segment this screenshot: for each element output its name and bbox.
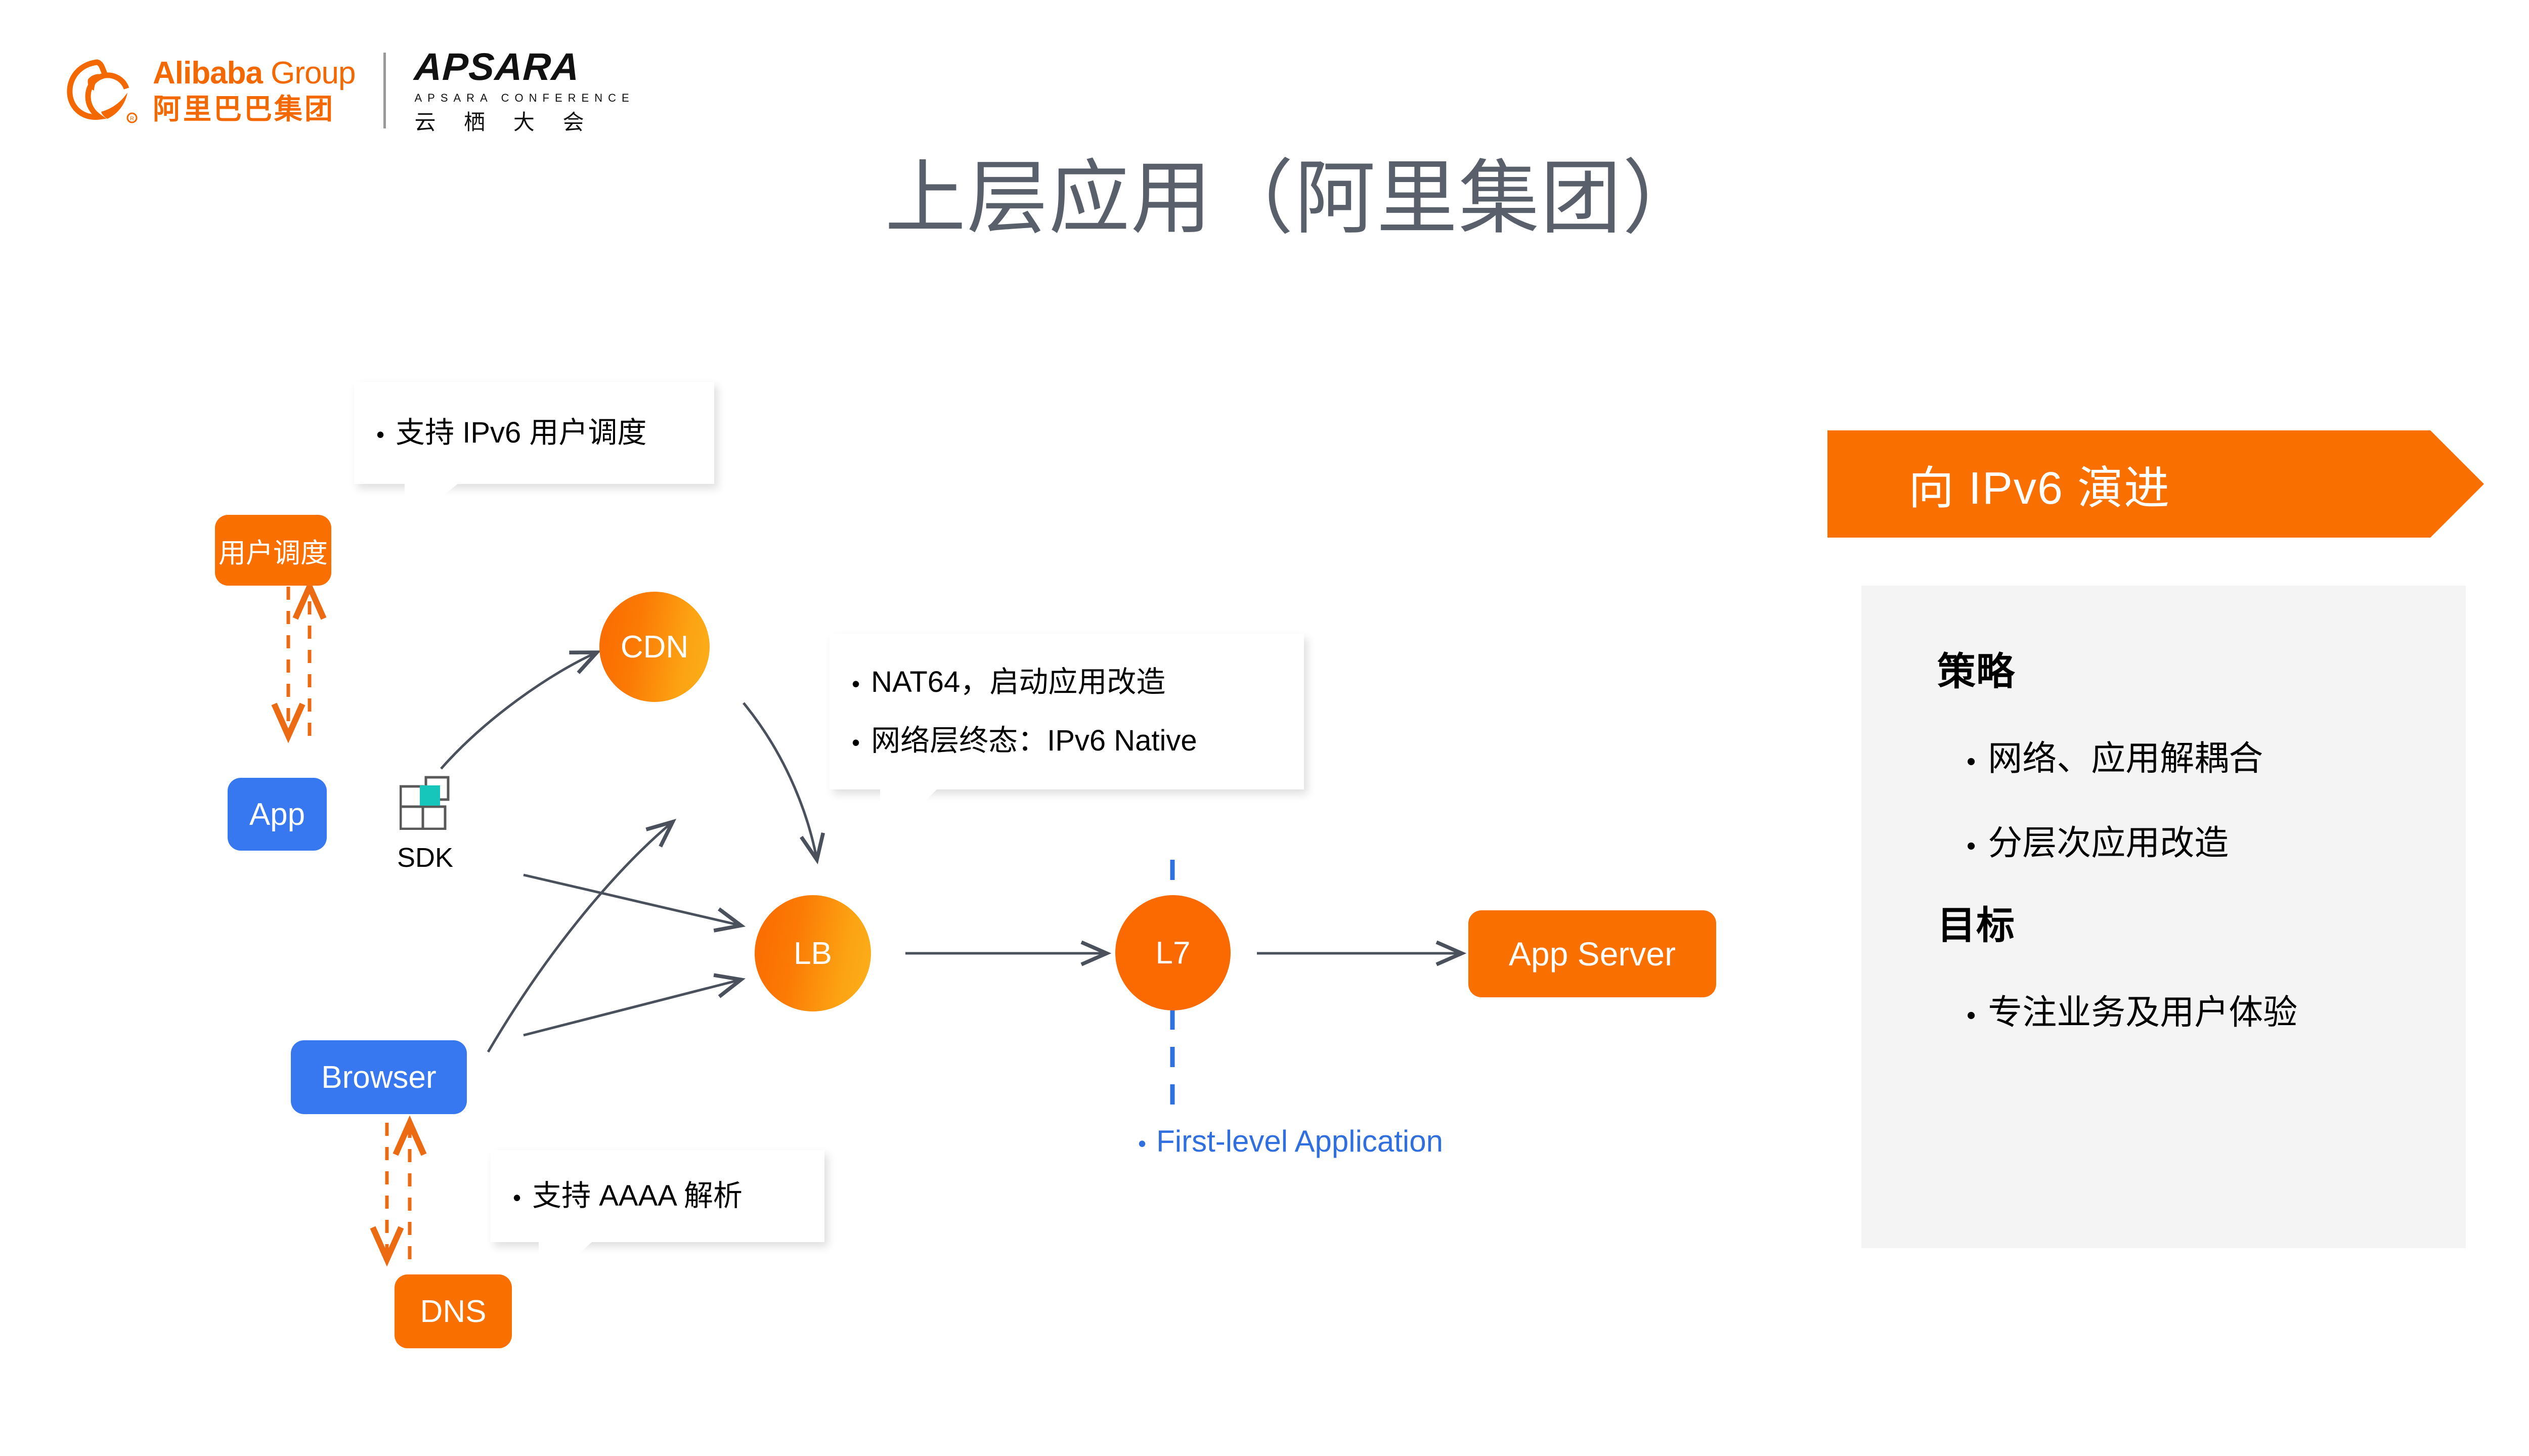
alibaba-wordmark: Alibaba Group bbox=[153, 56, 356, 91]
ipv6-evolution-banner: 向 IPv6 演进 bbox=[1827, 430, 2484, 538]
node-label: App bbox=[249, 797, 306, 832]
node-lb[interactable]: LB bbox=[755, 895, 871, 1011]
alibaba-group-logo: R Alibaba Group 阿里巴巴集团 bbox=[66, 55, 356, 126]
node-user-scheduling[interactable]: 用户调度 bbox=[215, 515, 331, 586]
banner-label: 向 IPv6 演进 bbox=[1908, 463, 2171, 514]
callout-user-scheduling: • 支持 IPv6 用户调度 bbox=[354, 382, 714, 484]
page-title: 上层应用（阿里集团） bbox=[885, 153, 1705, 243]
node-label: CDN bbox=[620, 629, 689, 665]
callout-text: NAT64，启动应用改造 bbox=[871, 665, 1166, 698]
sdk-label: SDK bbox=[397, 843, 454, 873]
section-heading-strategy: 策略 bbox=[1937, 650, 2015, 693]
bullet-glyph: • bbox=[376, 421, 385, 448]
node-browser[interactable]: Browser bbox=[291, 1040, 467, 1114]
bullet-glyph: • bbox=[852, 670, 860, 697]
bullet-glyph: • bbox=[1967, 1001, 1976, 1030]
alibaba-chinese-name: 阿里巴巴集团 bbox=[153, 93, 335, 125]
logo-bar: R Alibaba Group 阿里巴巴集团 APSARA APSARA CON… bbox=[66, 46, 635, 134]
bullet-glyph: • bbox=[1967, 747, 1976, 776]
apsara-subtitle: APSARA CONFERENCE bbox=[414, 92, 635, 104]
annotation-text: First-level Application bbox=[1156, 1124, 1444, 1158]
bullet-glyph: • bbox=[1138, 1130, 1147, 1157]
callout-text: 网络层终态：IPv6 Native bbox=[871, 724, 1197, 757]
node-label: LB bbox=[794, 936, 832, 971]
node-dns[interactable]: DNS bbox=[395, 1274, 512, 1348]
node-label: DNS bbox=[420, 1294, 487, 1329]
node-label: L7 bbox=[1155, 935, 1191, 970]
banner-body: 向 IPv6 演进 bbox=[1827, 430, 2430, 538]
callout-line: • 网络层终态：IPv6 Native bbox=[852, 722, 1284, 760]
panel-bullet-item: • 网络、应用解耦合 bbox=[1967, 730, 2466, 780]
strategy-goal-panel: 策略 • 网络、应用解耦合 • 分层次应用改造 目标 • 专注业务及用户体验 bbox=[1861, 586, 2466, 1248]
node-label: App Server bbox=[1508, 935, 1676, 973]
alibaba-mark-icon: R bbox=[67, 59, 138, 123]
apsara-wordmark: APSARA bbox=[413, 46, 581, 89]
panel-bullet-item: • 分层次应用改造 bbox=[1967, 815, 2466, 865]
apsara-conference-logo: APSARA APSARA CONFERENCE 云 栖 大 会 bbox=[413, 46, 635, 134]
callout-line: • 支持 IPv6 用户调度 bbox=[376, 414, 694, 452]
node-label: Browser bbox=[321, 1060, 437, 1095]
sdk-icon bbox=[399, 775, 454, 830]
node-label: 用户调度 bbox=[219, 538, 328, 568]
node-l7[interactable]: L7 bbox=[1115, 895, 1231, 1010]
callout-text: 支持 IPv6 用户调度 bbox=[396, 416, 647, 449]
bullet-glyph: • bbox=[852, 729, 860, 756]
logo-divider bbox=[383, 53, 386, 128]
callout-text: 支持 AAAA 解析 bbox=[532, 1179, 743, 1212]
first-level-application-annotation: • First-level Application bbox=[1138, 1124, 1443, 1159]
panel-bullet-text: 专注业务及用户体验 bbox=[1988, 993, 2298, 1032]
panel-bullet-item: • 专注业务及用户体验 bbox=[1967, 984, 2466, 1034]
bullet-glyph: • bbox=[1967, 831, 1976, 861]
apsara-chinese-name: 云 栖 大 会 bbox=[414, 110, 595, 134]
callout-line: • NAT64，启动应用改造 bbox=[852, 664, 1284, 701]
banner-arrow-tip bbox=[2430, 430, 2484, 538]
node-app-server[interactable]: App Server bbox=[1468, 910, 1716, 997]
callout-nat64: • NAT64，启动应用改造 • 网络层终态：IPv6 Native bbox=[830, 634, 1304, 789]
panel-spacer bbox=[1937, 865, 2466, 894]
callout-line: • 支持 AAAA 解析 bbox=[513, 1177, 804, 1215]
node-cdn[interactable]: CDN bbox=[599, 592, 710, 702]
svg-text:R: R bbox=[130, 116, 134, 122]
panel-bullet-text: 分层次应用改造 bbox=[1988, 824, 2229, 862]
section-heading-goal: 目标 bbox=[1937, 904, 2015, 947]
callout-aaaa: • 支持 AAAA 解析 bbox=[491, 1150, 824, 1242]
bullet-glyph: • bbox=[513, 1184, 521, 1211]
panel-bullet-text: 网络、应用解耦合 bbox=[1988, 739, 2263, 778]
node-app[interactable]: App bbox=[228, 778, 327, 851]
